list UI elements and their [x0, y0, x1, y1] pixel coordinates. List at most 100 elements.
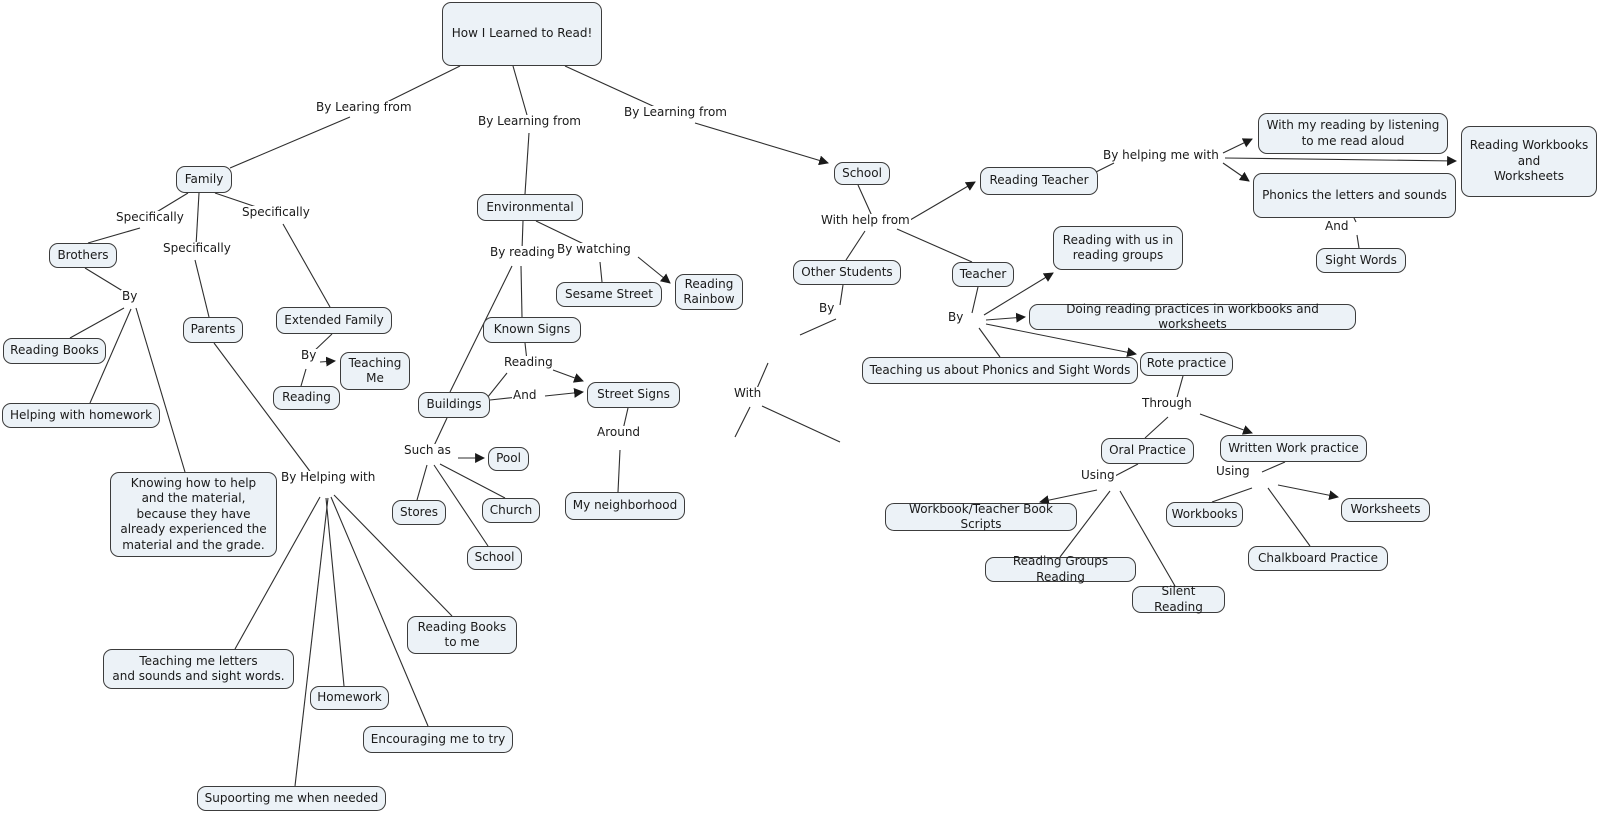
node-environmental[interactable]: Environmental [477, 194, 583, 221]
link-by-learning-from-right[interactable]: By Learning from [623, 105, 728, 120]
link-specifically-left[interactable]: Specifically [115, 210, 185, 225]
link-with-help-from[interactable]: With help from [820, 213, 911, 228]
node-reading-books-to-me[interactable]: Reading Books to me [407, 616, 517, 654]
link-by-other-students[interactable]: By [818, 301, 836, 316]
link-through[interactable]: Through [1141, 396, 1193, 411]
edge-andright-sightwords [1356, 234, 1360, 249]
node-workbook-teacher-scripts[interactable]: Workbook/Teacher Book Scripts [885, 502, 1077, 531]
node-family[interactable]: Family [176, 166, 232, 193]
node-chalkboard-practice[interactable]: Chalkboard Practice [1248, 546, 1388, 571]
node-reading-books[interactable]: Reading Books [3, 338, 106, 364]
node-encouraging-me[interactable]: Encouraging me to try [363, 726, 513, 753]
edge-by-helpinghomework [89, 308, 132, 404]
node-teaching-us-about[interactable]: Teaching us about Phonics and Sight Word… [862, 357, 1138, 384]
link-around[interactable]: Around [596, 425, 642, 440]
link-with[interactable]: With [733, 386, 763, 401]
node-workbooks[interactable]: Workbooks [1166, 502, 1243, 527]
edge-family-specl [154, 192, 189, 214]
edge-usingw-worksheets [1277, 484, 1339, 501]
node-sesame-street[interactable]: Sesame Street [556, 282, 662, 307]
edge-byhelping-encouraging [330, 496, 429, 727]
edge-readinglink-streetsigns [552, 369, 584, 383]
node-worksheets[interactable]: Worksheets [1341, 498, 1430, 522]
node-teacher[interactable]: Teacher [952, 262, 1014, 287]
link-by-reading[interactable]: By reading [489, 245, 556, 260]
node-church[interactable]: Church [482, 498, 540, 523]
node-reading-rainbow[interactable]: Reading Rainbow [675, 274, 743, 310]
edge-usingw-workbooks [1211, 487, 1253, 503]
edge-withhelp-readingteacher [904, 181, 976, 224]
node-street-signs[interactable]: Street Signs [587, 382, 680, 408]
edge-with-helpingreading [734, 406, 751, 438]
edge-buildings-readinglink [486, 372, 508, 399]
link-specifically-mid[interactable]: Specifically [162, 241, 232, 256]
link-specifically-right[interactable]: Specifically [241, 205, 311, 220]
edge-root-bylearning-c [512, 65, 528, 116]
link-reading[interactable]: Reading [503, 355, 554, 370]
node-silent-reading[interactable]: Silent Reading [1132, 584, 1225, 614]
edge-root-bylearning-r [564, 65, 656, 108]
edge-byhelpingme-readingworkbooks [1224, 155, 1457, 166]
node-phonics[interactable]: Phonics the letters and sounds [1253, 173, 1456, 218]
node-written-work-practice[interactable]: Written Work practice [1220, 435, 1367, 462]
edge-andlink-streetsigns [544, 388, 584, 398]
link-by-teacher[interactable]: By [947, 310, 965, 325]
edge-usingw-chalkboard [1267, 487, 1311, 547]
node-school[interactable]: School [834, 162, 890, 185]
node-teaching-me[interactable]: Teaching Me [340, 352, 410, 390]
node-stores[interactable]: Stores [392, 500, 446, 525]
node-oral-practice[interactable]: Oral Practice [1101, 438, 1194, 464]
node-root[interactable]: How I Learned to Read! [442, 2, 602, 66]
node-supporting-me[interactable]: Supoorting me when needed [197, 786, 386, 811]
link-using-oral[interactable]: Using [1080, 468, 1116, 483]
node-doing-reading-practices[interactable]: Doing reading practices in workbooks and… [1029, 302, 1356, 331]
node-knowing-how-to-help[interactable]: Knowing how to help and the material, be… [110, 472, 277, 557]
node-parents[interactable]: Parents [183, 317, 243, 343]
link-and[interactable]: And [512, 388, 538, 403]
node-homework[interactable]: Homework [310, 686, 389, 710]
node-reading-teacher[interactable]: Reading Teacher [980, 167, 1098, 195]
edge-suchas-church [439, 463, 506, 499]
node-helping-with-homework[interactable]: Helping with homework [2, 403, 160, 428]
edge-byhelpingme-withmyreading [1222, 138, 1253, 154]
node-other-students[interactable]: Other Students [793, 260, 901, 285]
node-school-building[interactable]: School [467, 546, 522, 570]
node-my-neighborhood[interactable]: My neighborhood [565, 492, 685, 520]
edge-byhelping-supporting [294, 497, 329, 787]
node-with-my-reading[interactable]: With my reading by listening to me read … [1258, 113, 1448, 154]
link-by-extended[interactable]: By [300, 348, 318, 363]
link-by-watching[interactable]: By watching [556, 242, 632, 257]
link-by-learning-from-center[interactable]: By Learning from [477, 114, 582, 129]
link-and-right[interactable]: And [1324, 219, 1350, 234]
node-known-signs[interactable]: Known Signs [483, 317, 581, 343]
edge-around-myneighborhood [617, 449, 621, 493]
link-by-helping-with[interactable]: By Helping with [280, 470, 377, 485]
edge-written-usingw [1261, 461, 1286, 473]
edge-with-readingtogether [761, 405, 841, 443]
link-such-as[interactable]: Such as [403, 443, 452, 458]
edge-env-byreading [521, 220, 524, 251]
node-buildings[interactable]: Buildings [418, 392, 490, 418]
link-by-brothers[interactable]: By [121, 289, 139, 304]
node-reading-with-us[interactable]: Reading with us in reading groups [1053, 226, 1183, 270]
edge-byt-readingwithus [983, 272, 1054, 316]
node-rote-practice[interactable]: Rote practice [1140, 352, 1233, 376]
node-reading[interactable]: Reading [273, 386, 340, 410]
edge-byhelping-teachingletters [234, 496, 321, 650]
node-brothers[interactable]: Brothers [49, 243, 117, 268]
edge-specl-brothers [87, 227, 141, 244]
link-by-helping-me-with[interactable]: By helping me with [1102, 148, 1220, 163]
edge-byhelpingme-phonics [1222, 162, 1250, 182]
node-reading-workbooks[interactable]: Reading Workbooks and Worksheets [1461, 126, 1597, 197]
link-using-written[interactable]: Using [1215, 464, 1251, 479]
edge-oral-usingo [1114, 463, 1139, 477]
edge-phonics-andright [1353, 217, 1357, 223]
link-by-learing-from[interactable]: By Learing from [315, 100, 413, 115]
node-extended-family[interactable]: Extended Family [276, 307, 392, 334]
node-teaching-me-letters[interactable]: Teaching me letters and sounds and sight… [103, 649, 294, 689]
node-reading-groups-reading[interactable]: Reading Groups Reading [985, 554, 1136, 584]
node-pool[interactable]: Pool [488, 447, 529, 471]
node-sight-words[interactable]: Sight Words [1316, 248, 1406, 273]
edge-byhelping-rbtome [333, 494, 453, 617]
